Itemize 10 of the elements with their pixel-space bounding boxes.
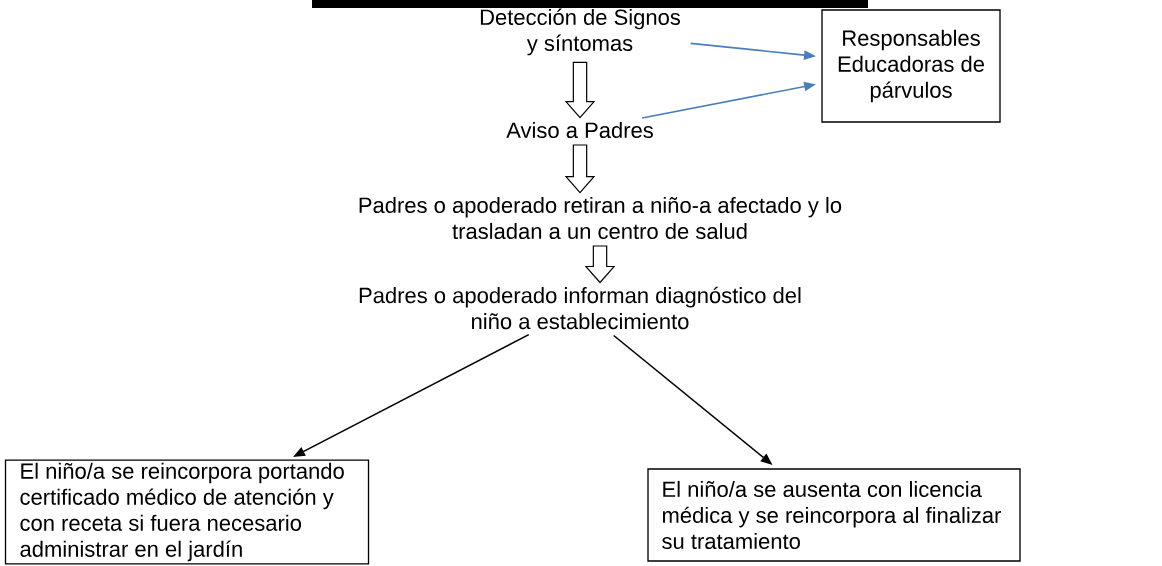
process-box: El niño/a se ausenta con licencia médica y se reincorpora al finalizar su tratamiento [647, 468, 1021, 562]
step-text: Aviso a Padres [506, 121, 653, 139]
process-box: Responsables Educadoras de párvulos [821, 9, 1001, 123]
process-box: El niño/a se reincorpora portando certificado médico de atención y con receta si fuera necesario administrar en el jardín [4, 459, 370, 565]
step-text: Detección de Signos y síntomas [480, 8, 681, 56]
block-arrow [564, 144, 596, 194]
block-arrow [564, 61, 596, 119]
step-text: Padres o apoderado retiran a niño-a afectado y lo trasladan a un centro de salud [359, 196, 842, 240]
block-arrow [584, 245, 616, 284]
step-text: Padres o apoderado informan diagnóstico del niño a establecimiento [359, 286, 801, 330]
